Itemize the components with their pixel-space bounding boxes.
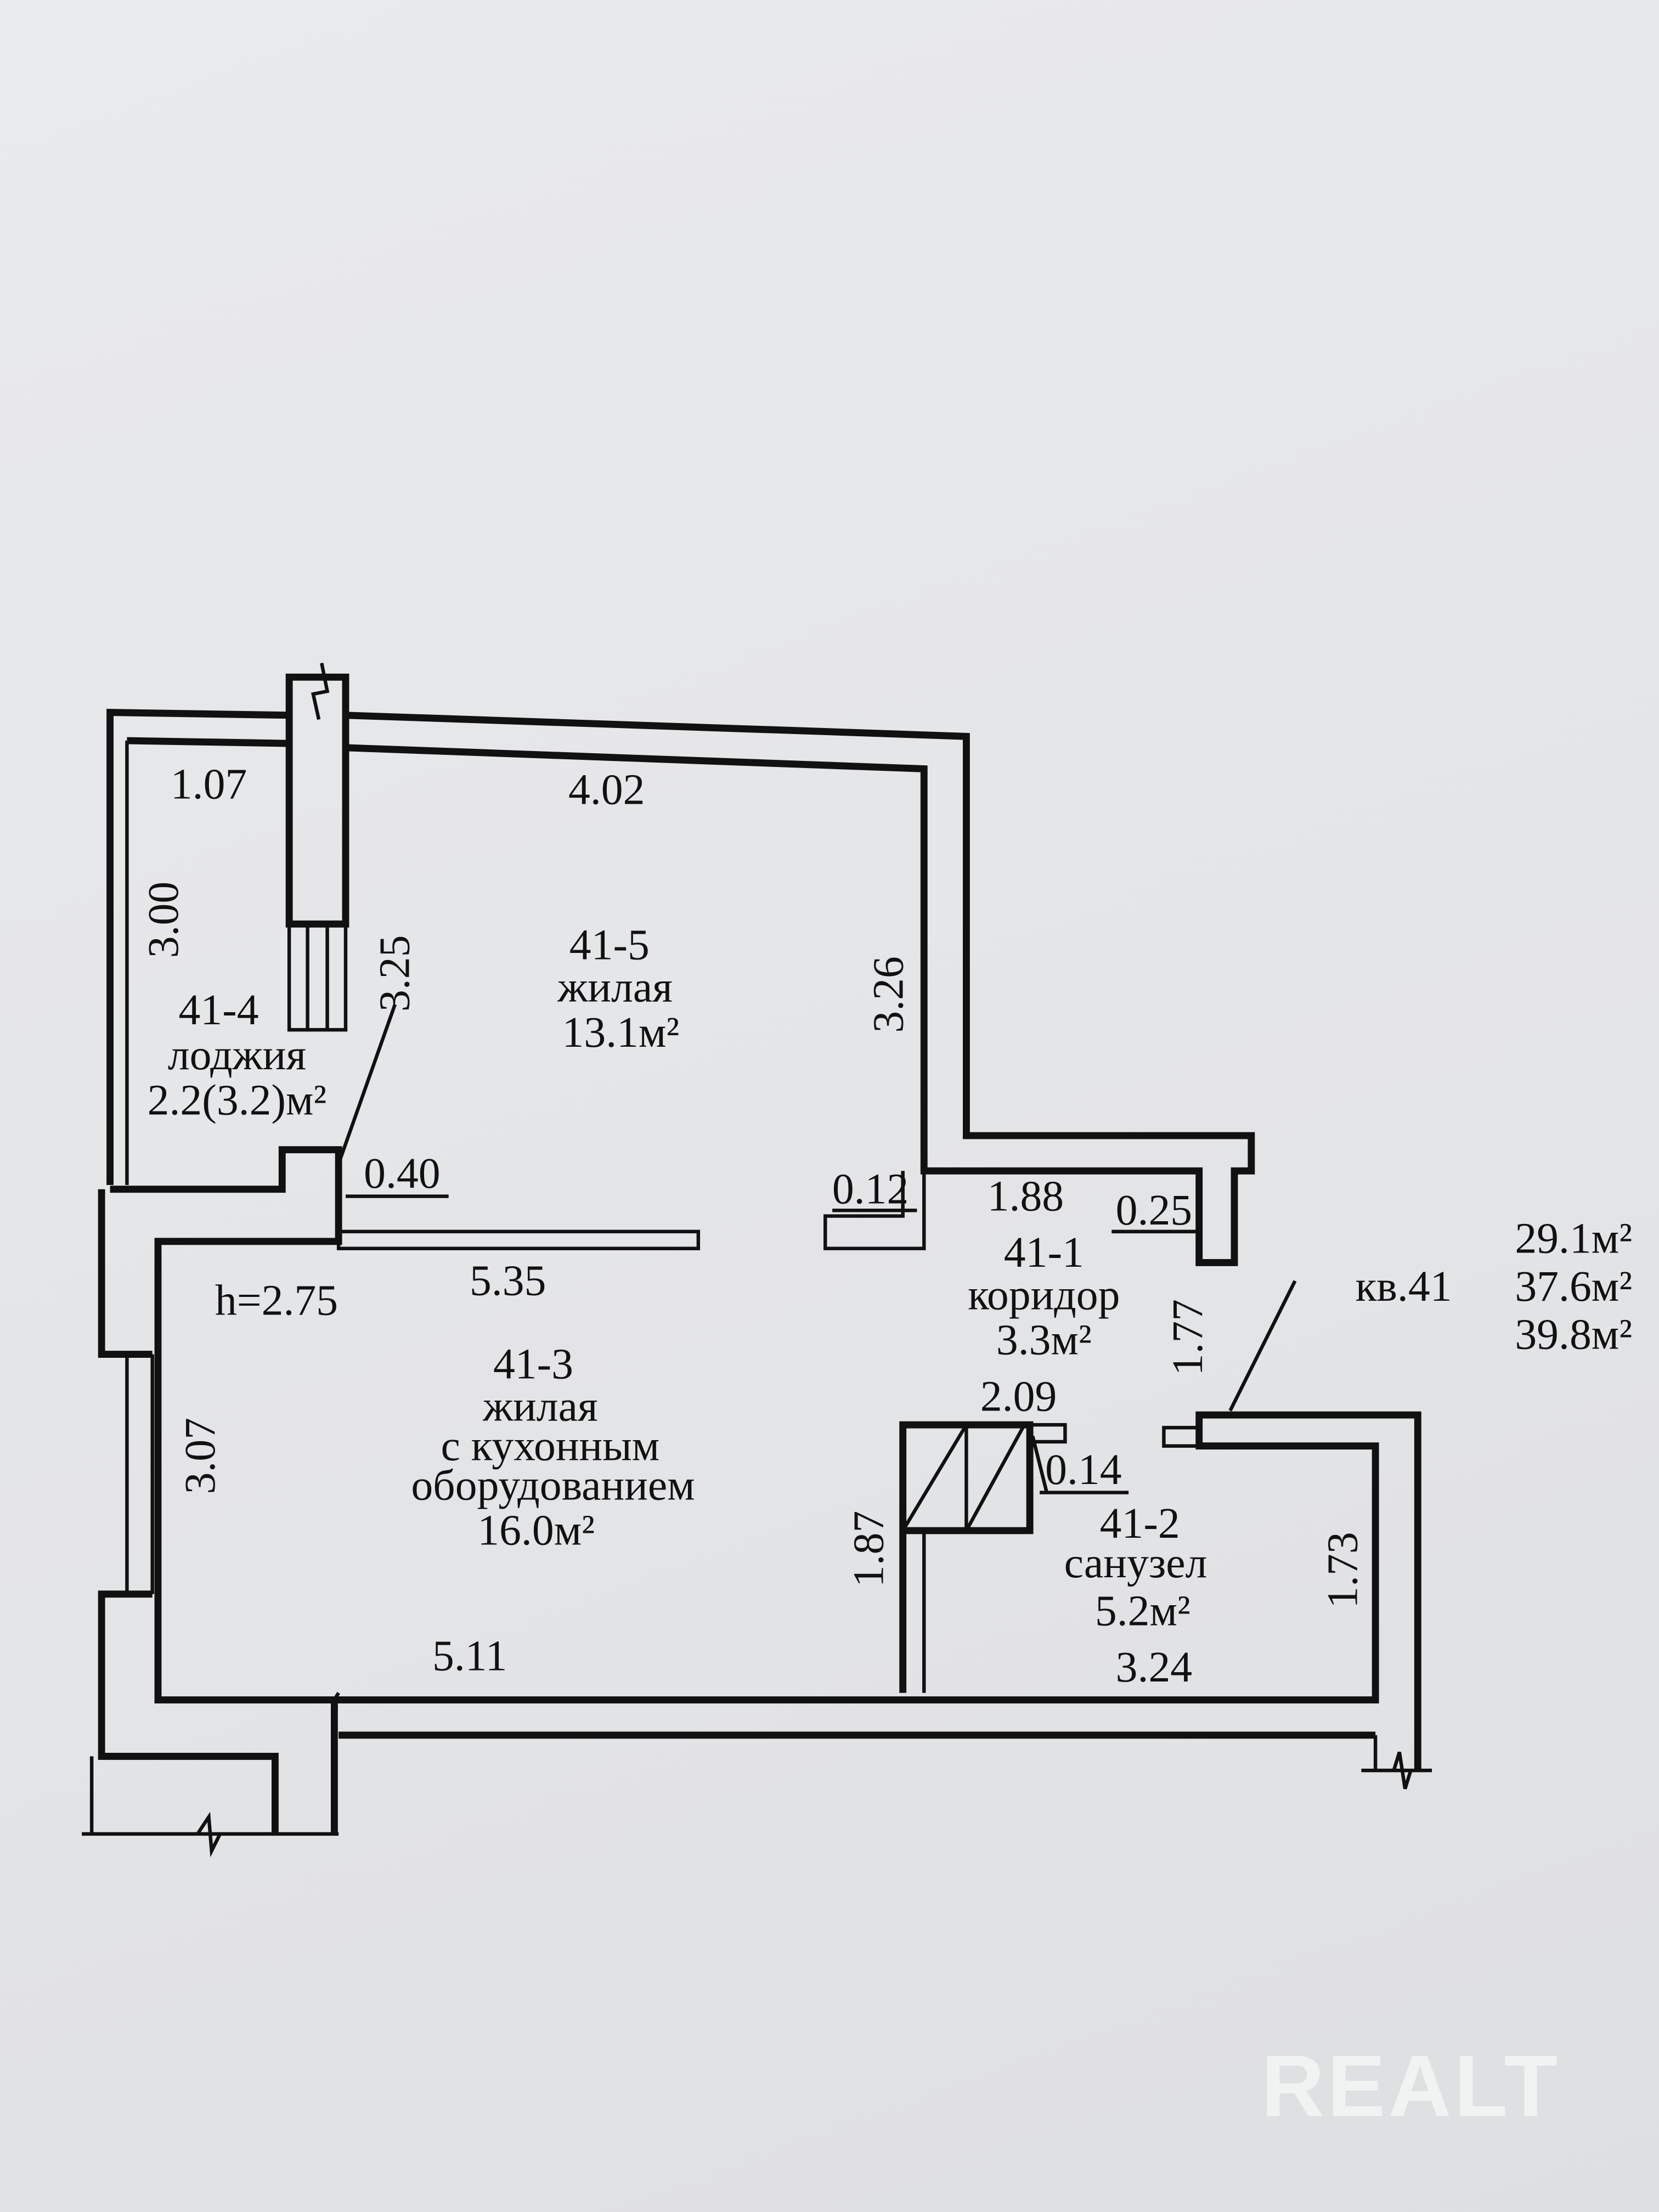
dimension: 1.87 xyxy=(845,1511,893,1587)
dimension: 3.24 xyxy=(1116,1643,1192,1691)
room-41-1: 41-1 коридор 3.3м² xyxy=(968,1228,1120,1364)
room-name: лоджия xyxy=(168,1031,306,1079)
room-41-2: 41-2 санузел 5.2м² xyxy=(1064,1499,1207,1635)
total-area: 37.6м² xyxy=(1515,1262,1632,1311)
total-area-with-loggia: 39.8м² xyxy=(1515,1310,1632,1358)
dimension: 0.25 xyxy=(1116,1186,1192,1234)
room-name-3: оборудованием xyxy=(411,1461,695,1509)
dimension: 1.07 xyxy=(171,760,247,808)
room-area: 5.2м² xyxy=(1095,1587,1190,1635)
room-name: жилая xyxy=(482,1382,598,1430)
room-id: 41-3 xyxy=(493,1340,573,1388)
room-41-5: 41-5 жилая 13.1м² xyxy=(557,921,679,1057)
dimension: 0.40 xyxy=(364,1149,440,1198)
apartment-summary: кв.41 29.1м² 37.6м² 39.8м² xyxy=(1356,1214,1633,1358)
column xyxy=(285,673,349,928)
room-id: 41-1 xyxy=(1004,1228,1084,1277)
room-41-4: 41-4 лоджия 2.2(3.2)м² xyxy=(148,986,327,1125)
room-area: 16.0м² xyxy=(477,1506,595,1555)
dimension: 0.14 xyxy=(1045,1446,1121,1494)
dimension: 1.88 xyxy=(988,1172,1064,1220)
room-area: 13.1м² xyxy=(562,1008,680,1057)
dimension: 3.25 xyxy=(371,935,419,1012)
room-id: 41-4 xyxy=(179,986,259,1034)
partition xyxy=(336,1229,701,1250)
living-area: 29.1м² xyxy=(1515,1214,1632,1262)
dimension: 2.09 xyxy=(980,1372,1057,1420)
dimension: 3.26 xyxy=(865,956,913,1032)
room-id: 41-5 xyxy=(569,921,650,969)
room-area: 3.3м² xyxy=(996,1316,1092,1364)
realt-watermark-logo: REALT xyxy=(1261,2037,1560,2135)
room-name: коридор xyxy=(968,1271,1120,1319)
dimension: 0.12 xyxy=(832,1165,909,1213)
room-name: санузел xyxy=(1064,1539,1207,1587)
dimension: 1.77 xyxy=(1164,1299,1212,1375)
dimension: 3.00 xyxy=(139,882,188,958)
room-41-3: 41-3 жилая с кухонным оборудованием 16.0… xyxy=(411,1340,695,1554)
walls xyxy=(82,662,1432,1858)
dimension: 3.07 xyxy=(176,1418,224,1494)
dimension: 5.11 xyxy=(432,1632,507,1680)
dimension: 5.35 xyxy=(470,1257,546,1305)
ceiling-height: h=2.75 xyxy=(215,1277,338,1325)
room-id: 41-2 xyxy=(1100,1499,1180,1548)
room-area: 2.2(3.2)м² xyxy=(148,1076,327,1124)
dimension: 4.02 xyxy=(568,766,645,814)
dimensions: 1.07 4.02 3.00 3.25 3.26 0.40 0.12 1.88 … xyxy=(139,760,1367,1691)
room-name: жилая xyxy=(557,963,673,1012)
room-name-2: с кухонным xyxy=(441,1421,659,1470)
apartment-label: кв.41 xyxy=(1356,1262,1452,1311)
dimension: 1.73 xyxy=(1319,1532,1367,1608)
